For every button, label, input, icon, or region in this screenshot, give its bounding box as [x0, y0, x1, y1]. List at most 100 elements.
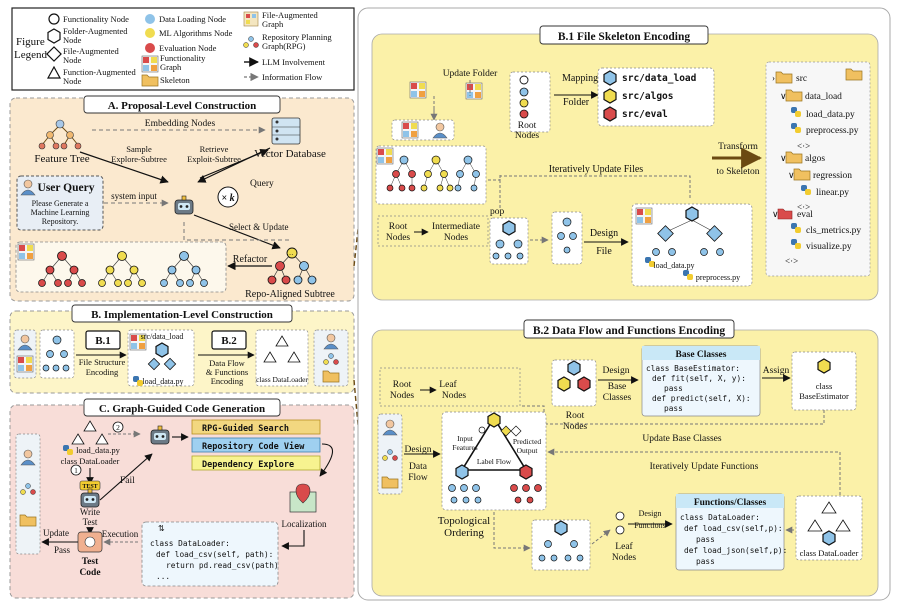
func-code-4: def load_json(self,p): [684, 546, 787, 555]
tree-eval: eval [797, 210, 813, 220]
input-features-1: Input [457, 434, 474, 443]
b2-root2-1: Root [566, 411, 585, 421]
query-arrow [199, 148, 269, 179]
feature-tree-label: Feature Tree [34, 153, 89, 165]
svg-text:∨: ∨ [772, 209, 779, 219]
tree-src: src [796, 74, 807, 84]
folder-1-label: src/data_load [622, 73, 697, 84]
tree-visualize: visualize.py [806, 242, 852, 252]
svg-text:∨: ∨ [780, 153, 787, 163]
repository-code-view-box [191, 437, 321, 453]
update-base-classes-label: Update Base Classes [642, 434, 721, 444]
step-1-badge: 1 [74, 466, 78, 475]
design-data-flow-2: Data [409, 462, 428, 472]
b1-badge-text: B.1 [95, 335, 111, 347]
code-line-1: class DataLoader: [150, 539, 230, 548]
folder-label: Folder [563, 97, 590, 108]
func-code-2: def load_csv(self,p): [684, 524, 783, 533]
base-code-4: def predict(self, X): [652, 394, 751, 403]
b1-file-graph: load_data.py preprocess.py [631, 203, 753, 287]
b2-leaf-2: Nodes [442, 391, 467, 401]
b2-label-2: & Functions [206, 367, 248, 377]
func-code-1: class DataLoader: [680, 513, 760, 522]
class-dataloader-label-b: class DataLoader [256, 375, 308, 384]
dependency-explore-box [191, 455, 321, 471]
b1-label-1: File Structure [79, 357, 126, 367]
update-folder-label: Update Folder [443, 69, 498, 79]
retrieve-label-1: Retrieve [200, 144, 229, 154]
write-test-2: Test [83, 517, 98, 527]
skeleton-tree: › src ∨ data_load load_data.py preproces… [765, 61, 871, 277]
legend-rpg-2: Graph(RPG) [262, 41, 306, 51]
code-snippet-c: ⇅ class DataLoader: def load_csv(self, p… [141, 521, 279, 587]
data-loading-node-icon [145, 14, 155, 24]
base-classes-1: Base [608, 382, 626, 392]
b1-root-nodes-1: Root [518, 121, 537, 131]
step-2-badge: 2 [116, 423, 120, 432]
panel-b-title: B. Implementation-Level Construction [91, 309, 273, 321]
function-node-icon [46, 65, 62, 79]
b2-badge-text: B.2 [221, 335, 237, 347]
legend-title-2: Legend [14, 49, 47, 61]
functionality-node-icon [48, 13, 60, 25]
panel-a: A. Proposal-Level Construction Feature T… [9, 95, 355, 302]
execution-label: Execution [102, 529, 139, 539]
embedding-nodes-label: Embedding Nodes [145, 119, 216, 129]
legend-llm-involvement: LLM Involvement [262, 57, 326, 67]
base-classes-2: Classes [603, 393, 632, 403]
load-data-py-c: load_data.py [76, 445, 120, 455]
tree-linear: linear.py [816, 188, 849, 198]
legend-information-flow: Information Flow [262, 72, 323, 82]
user-query-line-3: Repository. [42, 217, 79, 226]
svg-text:∨: ∨ [788, 170, 795, 180]
legend-file-graph-2: Graph [262, 19, 284, 29]
b1-design-label: Design [590, 228, 618, 239]
legend-folder-node-1: Folder-Augmented [63, 26, 128, 36]
base-code-3: pass [664, 384, 683, 393]
input-features-2: Features [452, 443, 477, 452]
repository-code-view-label: Repository Code View [202, 441, 305, 452]
user-query-title: User Query [38, 182, 95, 194]
legend-functionality-graph-2: Graph [160, 62, 182, 72]
folder-3-label: src/eval [622, 109, 668, 120]
functionality-graph-a [15, 241, 227, 293]
file-node-icon [46, 46, 62, 62]
b2-label-3: Encoding [211, 376, 244, 386]
b2-class-dataloader: class DataLoader [800, 548, 859, 558]
b1-label-2: Encoding [86, 367, 119, 377]
select-update-arrow [193, 214, 281, 250]
sample-label-1: Sample [126, 144, 152, 154]
legend-file-graph-1: File-Augmented [262, 10, 318, 20]
legend-function-node-2: Node [63, 76, 82, 86]
predicted-output-2: Output [517, 446, 539, 455]
base-code-1: class BaseEstimator: [646, 364, 740, 373]
user-query-line-1: Please Generate a [32, 199, 89, 208]
write-test-1: Write [80, 507, 100, 517]
update-label-c: Update [43, 528, 69, 538]
b2-badge [211, 330, 247, 350]
tree-dots-3: <·> [785, 256, 798, 266]
data-flow-graph: Input Features Predicted Output Label Fl… [441, 411, 547, 511]
design-functions-1: Design [639, 509, 662, 518]
code-line-4: ... [156, 572, 170, 581]
b1-root-1: Root [389, 222, 408, 232]
b1-load-data-py: load_data.py [653, 261, 694, 270]
legend-file-node-1: File-Augmented [63, 46, 119, 56]
panel-a-title: A. Proposal-Level Construction [108, 100, 257, 112]
legend-skeleton: Skeleton [160, 75, 190, 85]
retrieve-label-2: Exploit-Subtree [187, 154, 241, 164]
select-update-label: Select & Update [229, 222, 288, 232]
mapping-label: Mapping [562, 73, 598, 84]
topological-2: Ordering [444, 527, 484, 539]
user-query-line-2: Machine Learning [31, 208, 90, 217]
panel-b2: B.2 Data Flow and Functions Encoding Roo… [371, 319, 879, 597]
tree-algos: algos [805, 154, 825, 164]
label-flow: Label Flow [477, 457, 512, 466]
b1-file-label: File [596, 246, 612, 257]
b1-intermediate-2: Nodes [444, 233, 469, 243]
assign-label: Assign [763, 366, 790, 376]
legend-rpg-1: Repository Planning [262, 32, 332, 42]
rpg-guided-search-box [191, 419, 321, 435]
load-data-py-label: load_data.py [142, 377, 183, 386]
